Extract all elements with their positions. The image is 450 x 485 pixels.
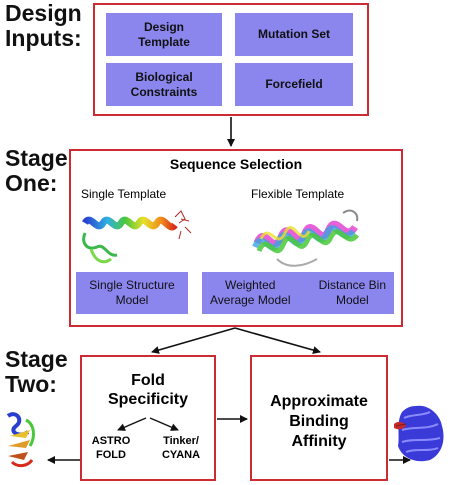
tinker-cyana-line1: Tinker/ [163, 435, 199, 447]
single-structure-model-line1: Single Structure [89, 278, 175, 292]
design-template-line1: Design [143, 19, 184, 34]
fold-specificity-box: Fold Specificity ASTRO FOLD Tinker/ CYAN… [80, 355, 216, 481]
design-inputs-label: Design Inputs: [5, 1, 82, 51]
sequence-selection-title: Sequence Selection [169, 156, 303, 172]
forcefield-text: Forcefield [265, 77, 323, 91]
binding-affinity-line1: Approximate [270, 393, 368, 410]
template-models-box: Weighted Average Model Distance Bin Mode… [202, 272, 394, 314]
stage-two-label: Stage Two: [5, 347, 68, 397]
single-template-protein-image [82, 210, 192, 264]
binding-affinity-title: Approximate Binding Affinity [252, 392, 386, 452]
weighted-average-model: Weighted Average Model [210, 278, 291, 308]
stage-two-label-line2: Two: [5, 371, 57, 397]
stage-two-label-line1: Stage [5, 346, 68, 372]
biological-constraints-line1: Biological [135, 69, 193, 84]
design-inputs-box: Design Template Mutation Set Biological … [93, 3, 369, 116]
design-template-box: Design Template [106, 13, 222, 56]
distance-bin-model: Distance Bin Model [319, 278, 386, 308]
design-template-line2: Template [138, 34, 190, 49]
stage-one-label-line1: Stage [5, 145, 68, 171]
forcefield-box: Forcefield [235, 63, 353, 106]
arrow-to-binding-affinity [234, 327, 321, 354]
mutation-set-box: Mutation Set [235, 13, 353, 56]
flexible-template-protein-image [252, 209, 360, 267]
fold-result-protein-image [6, 412, 35, 468]
mutation-set-text: Mutation Set [258, 27, 330, 41]
tinker-cyana-label: Tinker/ CYANA [152, 434, 210, 462]
flexible-template-label: Flexible Template [251, 187, 345, 201]
weighted-average-model-line2: Average Model [210, 293, 291, 307]
distance-bin-model-line2: Model [335, 293, 369, 307]
stage-one-label-line2: One: [5, 170, 58, 196]
design-inputs-label-line1: Design [5, 0, 82, 26]
single-structure-model-line2: Model [115, 293, 149, 307]
distance-bin-model-line1: Distance Bin [318, 278, 386, 292]
binding-result-complex-image [394, 405, 444, 462]
binding-affinity-line2: Binding [289, 413, 349, 430]
astro-fold-label: ASTRO FOLD [86, 434, 136, 462]
biological-constraints-box: Biological Constraints [106, 63, 222, 106]
design-inputs-label-line2: Inputs: [5, 25, 82, 51]
fold-specificity-title: Fold Specificity [82, 371, 214, 409]
single-structure-model-box: Single Structure Model [76, 272, 188, 314]
arrow-fold-to-tinker [149, 417, 179, 431]
fold-specificity-title-line1: Fold [131, 372, 165, 389]
fold-specificity-title-line2: Specificity [107, 391, 189, 408]
sequence-selection-box: Sequence Selection Single Template Flexi… [69, 149, 403, 327]
weighted-average-model-line1: Weighted [225, 278, 276, 292]
astro-fold-line1: ASTRO [91, 435, 131, 447]
single-template-label: Single Template [81, 187, 167, 201]
astro-fold-line2: FOLD [96, 449, 126, 461]
binding-affinity-line3: Affinity [291, 433, 347, 450]
biological-constraints-line2: Constraints [130, 84, 198, 99]
binding-affinity-box: Approximate Binding Affinity [250, 355, 388, 481]
arrow-to-fold-specificity [151, 327, 236, 354]
stage-one-label: Stage One: [5, 146, 68, 196]
tinker-cyana-line2: CYANA [161, 449, 201, 461]
arrow-fold-to-astro [117, 417, 147, 431]
